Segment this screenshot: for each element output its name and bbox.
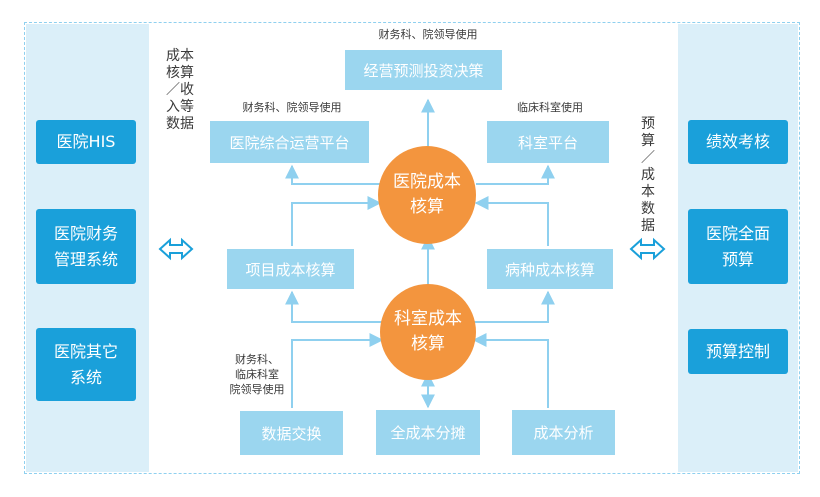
- project-cost-accounting-box: 项目成本核算: [227, 249, 354, 289]
- left-double-arrow: [158, 237, 194, 261]
- right-double-arrow: [629, 237, 666, 261]
- performance-appraisal-box: 绩效考核: [688, 120, 788, 164]
- department-cost-accounting-circle: 科室成本 核算: [380, 284, 476, 380]
- top-usage-note: 财务科、院领导使用: [378, 28, 478, 41]
- hospital-his-box: 医院HIS: [36, 120, 136, 164]
- arrow-upper-circle-to-ops-platform: [285, 164, 380, 185]
- arrow-data-exchange-to-lower-circle: [291, 333, 384, 408]
- data-exchange-box: 数据交换: [240, 411, 343, 455]
- bottom-usage-note: 财务科、 临床科室 院领导使用: [229, 353, 285, 396]
- arrow-lower-circle-to-project-cost: [285, 290, 382, 323]
- department-platform-box: 科室平台: [487, 121, 609, 163]
- left-flow-label: 成本核算／收入等数据: [166, 48, 194, 132]
- arrow-cost-analysis-to-lower-circle: [472, 333, 549, 408]
- hospital-cost-accounting-circle: 医院成本 核算: [378, 146, 476, 244]
- diagram-frame: [24, 22, 800, 474]
- upper-right-usage-note: 临床科室使用: [517, 101, 583, 114]
- disease-cost-accounting-box: 病种成本核算: [487, 249, 613, 289]
- upper-left-usage-note: 财务科、院领导使用: [242, 101, 342, 114]
- hospital-operations-platform-box: 医院综合运营平台: [210, 121, 369, 163]
- budget-control-box: 预算控制: [688, 329, 788, 374]
- arrow-upper-circle-to-dept-platform: [476, 164, 555, 185]
- comprehensive-budget-box: 医院全面 预算: [688, 209, 788, 284]
- arrow-disease-cost-to-upper-circle: [474, 196, 549, 246]
- cost-analysis-box: 成本分析: [512, 410, 615, 455]
- right-flow-label: 预算／成本数据: [641, 116, 655, 234]
- full-cost-allocation-box: 全成本分摊: [376, 410, 480, 455]
- business-forecast-decision-box: 经营预测投资决策: [345, 50, 502, 90]
- hospital-other-systems-box: 医院其它 系统: [36, 328, 136, 401]
- hospital-finance-system-box: 医院财务 管理系统: [36, 209, 136, 284]
- arrow-lower-circle-to-disease-cost: [474, 290, 555, 323]
- arrow-project-cost-to-upper-circle: [291, 196, 382, 246]
